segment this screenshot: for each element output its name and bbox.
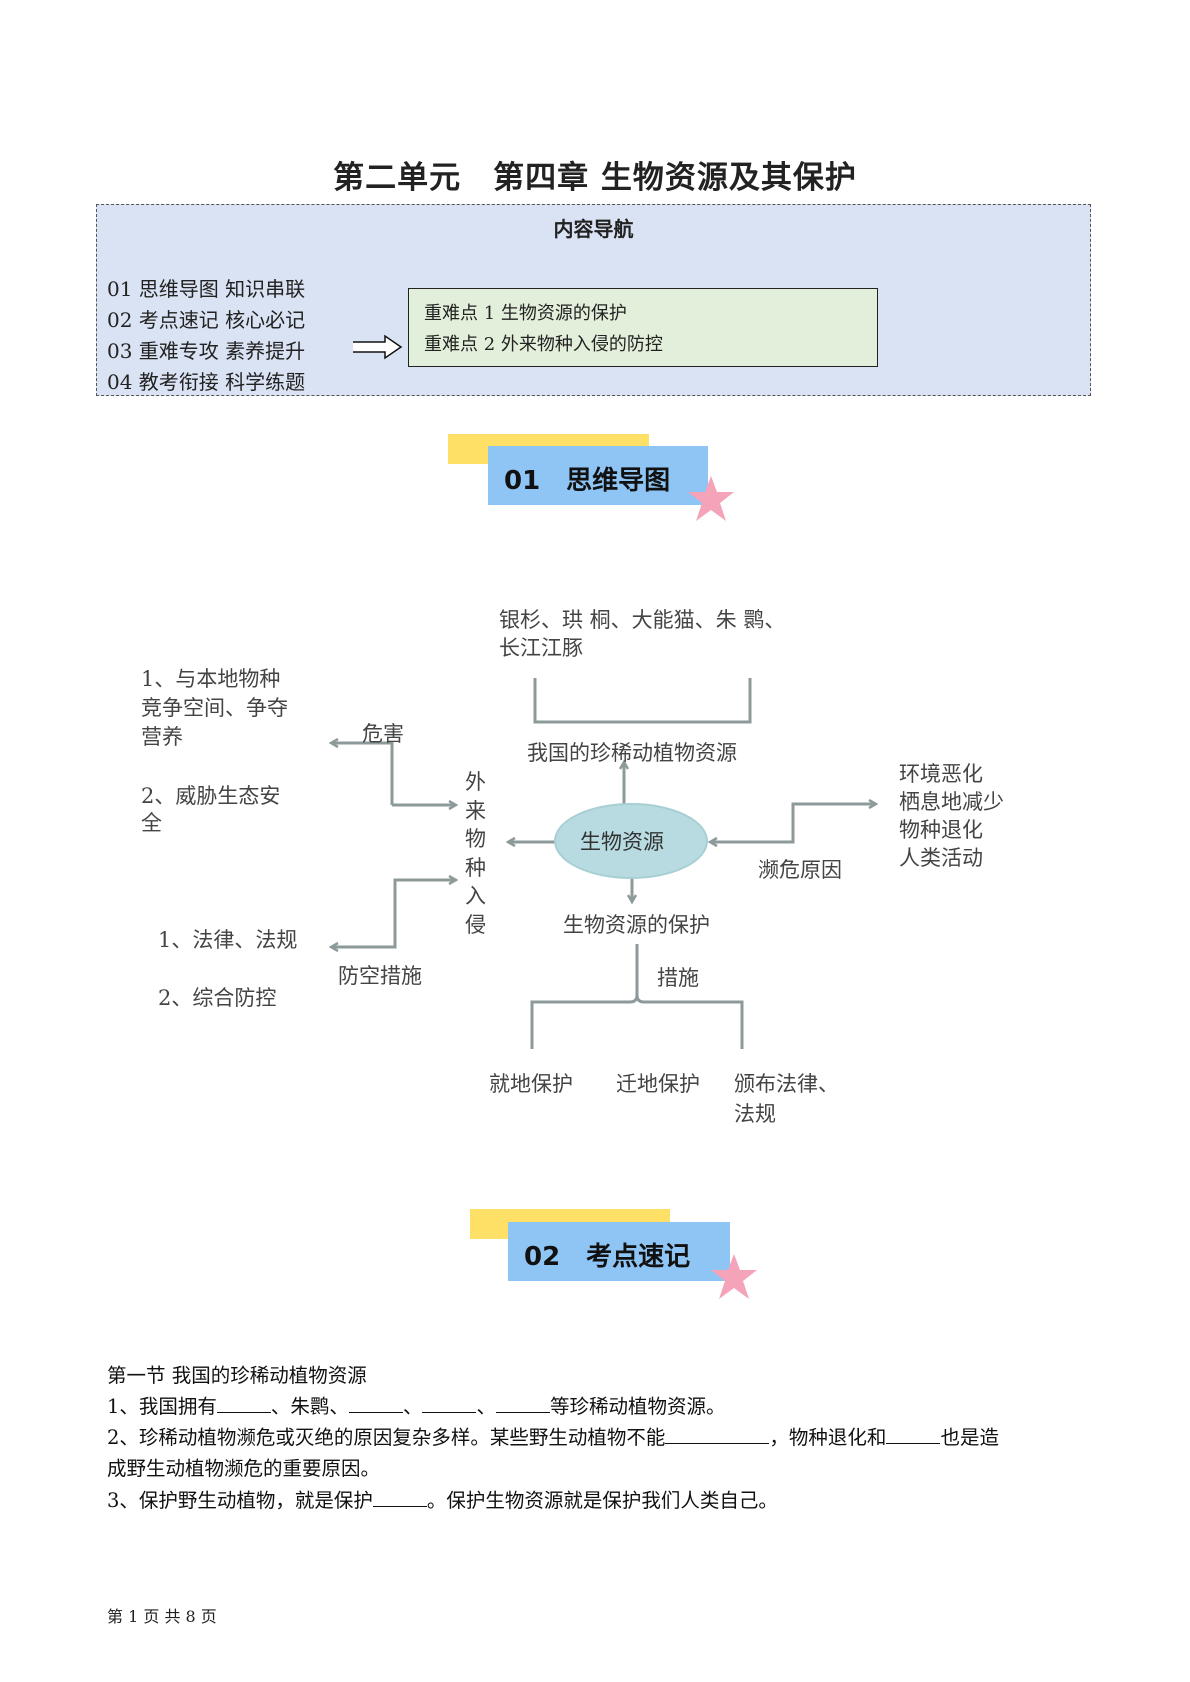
protection-node: 生物资源的保护 xyxy=(563,913,710,937)
invasion-char: 外 xyxy=(465,770,486,794)
nav-item-4: 04 教考衔接 科学练题 xyxy=(107,370,306,394)
control-label: 防空措施 xyxy=(338,964,422,988)
section-title-01: 01 思维导图 xyxy=(504,466,671,496)
notes-section-title: 第一节 我国的珍稀动植物资源 xyxy=(107,1364,367,1387)
arrow-endangered xyxy=(710,802,876,842)
harm-item: 2、威胁生态安 xyxy=(141,784,281,808)
q-text: 3、保护野生动植物，就是保护 xyxy=(107,1489,373,1512)
measure-item: 就地保护 xyxy=(489,1072,573,1096)
measure-item: 迁地保护 xyxy=(616,1072,700,1096)
invasion-char: 物 xyxy=(465,827,486,851)
blank[interactable] xyxy=(422,1393,477,1413)
question-2-cont: 成野生动植物濒危的重要原因。 xyxy=(107,1457,381,1480)
blank[interactable] xyxy=(372,1487,427,1507)
section-banner-02: 02 考点速记 xyxy=(508,1222,730,1281)
invasion-char: 种 xyxy=(465,855,486,880)
nav-heading: 内容导航 xyxy=(553,217,634,241)
section-banner-01: 01 思维导图 xyxy=(488,446,708,505)
invasion-char: 来 xyxy=(465,798,486,823)
question-3: 3、保护野生动植物，就是保护 。保护生物资源就是保护我们人类自己。 xyxy=(107,1484,778,1513)
arrow-harm xyxy=(331,743,394,805)
section-title-02: 02 考点速记 xyxy=(524,1242,691,1272)
measure-item: 法规 xyxy=(734,1102,776,1126)
endangered-item: 环境恶化 xyxy=(899,762,983,786)
q-text: 也是造 xyxy=(940,1426,999,1449)
center-ellipse xyxy=(554,803,708,879)
q-text: 2、珍稀动植物濒危或灭绝的原因复杂多样。某些野生动植物不能 xyxy=(107,1426,666,1449)
blank[interactable] xyxy=(495,1393,550,1413)
blank[interactable] xyxy=(665,1424,770,1444)
blank[interactable] xyxy=(886,1424,941,1444)
nav-item-1: 01 思维导图 知识串联 xyxy=(107,277,306,301)
key-point-2: 重难点 2 外来物种入侵的防控 xyxy=(424,334,663,355)
rare-resources-node: 我国的珍稀动植物资源 xyxy=(527,741,737,765)
blank[interactable] xyxy=(348,1393,403,1413)
endangered-label: 濒危原因 xyxy=(758,858,842,882)
endangered-item: 栖息地减少 xyxy=(899,790,1004,814)
question-2: 2、珍稀动植物濒危或灭绝的原因复杂多样。某些野生动植物不能 ，物种退化和 也是造 xyxy=(107,1421,999,1450)
endangered-item: 人类活动 xyxy=(899,846,983,870)
harm-item: 全 xyxy=(141,811,162,835)
key-point-1: 重难点 1 生物资源的保护 xyxy=(424,303,627,324)
invasion-char: 入 xyxy=(465,884,486,908)
invasion-node: 外 来 物 种 入 侵 xyxy=(465,768,489,939)
q-text: 。保护生物资源就是保护我们人类自己。 xyxy=(426,1489,778,1512)
harm-label: 危害 xyxy=(362,722,404,746)
measures-label: 措施 xyxy=(657,966,699,990)
control-item: 1、法律、法规 xyxy=(158,928,298,952)
double-arrow-icon xyxy=(353,334,403,360)
star-icon xyxy=(688,476,734,521)
measure-item: 颁布法律、 xyxy=(734,1072,839,1096)
nav-item-3: 03 重难专攻 素养提升 xyxy=(107,339,306,363)
q-text: 、 xyxy=(476,1395,496,1418)
endangered-item: 物种退化 xyxy=(899,818,983,842)
key-points-box: 重难点 1 生物资源的保护 重难点 2 外来物种入侵的防控 xyxy=(408,288,878,367)
question-1: 1、我国拥有 、朱鹮、 、 、 等珍稀动植物资源。 xyxy=(107,1390,725,1419)
control-item: 2、综合防控 xyxy=(158,986,277,1010)
harm-item: 营养 xyxy=(141,725,183,749)
bracket-rare xyxy=(533,678,752,724)
harm-item: 1、与本地物种 xyxy=(141,667,281,691)
center-node: 生物资源 xyxy=(580,830,664,854)
nav-item-2: 02 考点速记 核心必记 xyxy=(107,308,306,332)
q-text: 、 xyxy=(402,1395,423,1418)
content-navigation-box: 内容导航 01 思维导图 知识串联 02 考点速记 核心必记 03 重难专攻 素… xyxy=(96,204,1091,396)
page-title: 第二单元 第四章 生物资源及其保护 xyxy=(333,160,857,196)
q-text: 1、我国拥有 xyxy=(107,1395,217,1418)
arrow-control xyxy=(331,878,456,947)
blank[interactable] xyxy=(216,1393,271,1413)
bracket-measures xyxy=(530,944,744,1049)
q-text: 等珍稀动植物资源。 xyxy=(549,1395,726,1418)
invasion-char: 侵 xyxy=(465,912,486,937)
harm-item: 竞争空间、争夺 xyxy=(141,696,288,720)
q-text: ，物种退化和 xyxy=(769,1426,887,1449)
rare-examples-line1: 银杉、珙 桐、大能猫、朱 鹮、 xyxy=(499,608,786,632)
star-icon xyxy=(711,1254,757,1299)
page-footer: 第 1 页 共 8 页 xyxy=(107,1607,217,1626)
q-text: 、朱鹮、 xyxy=(270,1395,349,1418)
rare-examples-line2: 长江江豚 xyxy=(499,636,583,660)
